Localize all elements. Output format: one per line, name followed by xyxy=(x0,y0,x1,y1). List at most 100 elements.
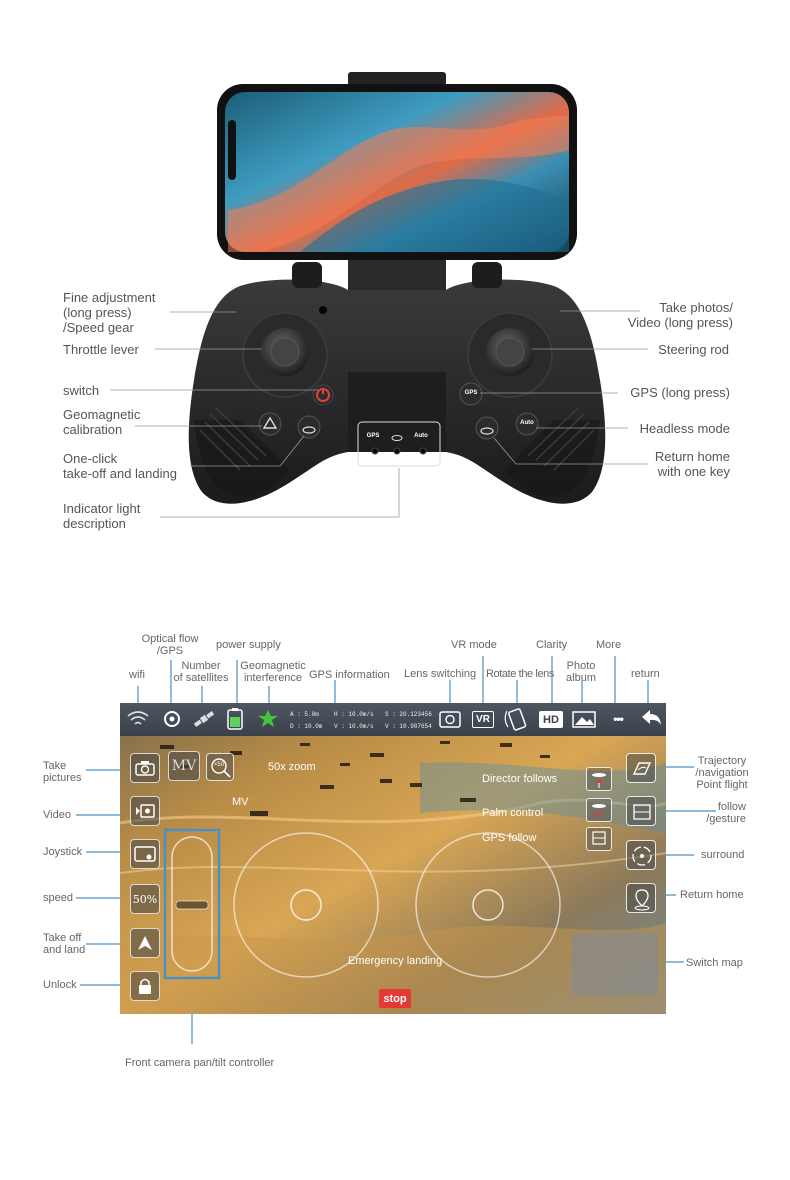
label-video: Video xyxy=(43,809,71,821)
video-camera-icon xyxy=(136,804,155,818)
app-screen: A : 5.0m D : 10.0m H : 10.0m/s V : 10.0m… xyxy=(120,703,666,1014)
wifi-button xyxy=(120,707,156,731)
mv-button[interactable]: MV xyxy=(168,751,200,781)
left-joystick xyxy=(242,312,328,398)
lens-switching-button[interactable] xyxy=(436,707,464,731)
follow-gesture-button[interactable] xyxy=(626,796,656,826)
gps-button-label: GPS xyxy=(464,390,478,396)
vr-mode-button[interactable]: VR xyxy=(472,711,494,728)
left-virtual-joystick xyxy=(233,832,379,978)
gps-follow-label: GPS follow xyxy=(482,832,537,844)
geomagnetic-star-icon xyxy=(258,710,278,727)
return-arrow-icon xyxy=(642,710,661,725)
gps-longitude: V : 10.987654 xyxy=(385,723,432,730)
camera-icon xyxy=(135,761,155,776)
label-lens-switching: Lens switching xyxy=(404,668,477,680)
label-indicator-light: Indicator light description xyxy=(63,501,141,531)
lens-switching-icon xyxy=(439,711,461,728)
label-optical-flow: Optical flow /GPS xyxy=(141,633,199,657)
video-button[interactable] xyxy=(130,796,160,826)
controller-body xyxy=(188,262,606,504)
label-one-click: One-click take-off and landing xyxy=(63,451,177,481)
palm-control-label: Palm control xyxy=(482,807,544,819)
label-satellites: Number of satellites xyxy=(173,660,229,684)
label-joystick: Joystick xyxy=(43,846,83,858)
unlock-button[interactable] xyxy=(130,971,160,1001)
label-surround: surround xyxy=(701,849,745,861)
zoom-label: 50x zoom xyxy=(268,761,316,773)
takeoff-land-button[interactable] xyxy=(130,928,160,958)
drone-gps-icon xyxy=(592,831,606,845)
director-follows-button[interactable] xyxy=(586,767,612,791)
label-more: More xyxy=(596,639,622,651)
mv-label: MV xyxy=(232,796,249,808)
more-button[interactable]: ••• xyxy=(613,712,624,726)
drone-person-icon xyxy=(592,773,606,788)
gimbal-slider-frame xyxy=(163,828,221,980)
label-geomagnetic-interference: Geomagnetic interference xyxy=(240,660,306,684)
palm-control-button[interactable] xyxy=(586,798,612,822)
gps-distance: D : 10.0m xyxy=(290,723,323,730)
label-take-off-land: Take off and land xyxy=(43,932,86,956)
indicator-gps-label: GPS xyxy=(366,433,380,439)
label-return: return xyxy=(631,668,660,680)
gps-vertical-speed: V : 10.0m/s xyxy=(334,723,374,730)
label-switch: switch xyxy=(63,383,100,398)
label-steering-rod: Steering rod xyxy=(658,342,729,357)
camera-feed xyxy=(120,703,666,1014)
label-photo-album: Photo album xyxy=(566,660,596,684)
label-wifi: wifi xyxy=(129,669,145,681)
return-home-button[interactable] xyxy=(626,883,656,913)
label-power-supply: power supply xyxy=(216,639,281,651)
label-switch-map: Switch map xyxy=(686,957,743,969)
photo-album-icon xyxy=(572,711,596,728)
label-take-pictures: Take pictures xyxy=(43,760,82,784)
label-throttle-lever: Throttle lever xyxy=(63,342,139,357)
switch-map-button[interactable] xyxy=(572,933,658,995)
gps-latitude: S : 20.123456 xyxy=(385,711,432,718)
controller-illustration xyxy=(110,72,648,518)
return-button[interactable] xyxy=(638,707,664,731)
rotate-lens-icon xyxy=(504,708,527,731)
joystick-toggle-button[interactable] xyxy=(130,839,160,869)
label-speed: speed xyxy=(43,892,73,904)
gesture-icon xyxy=(633,804,651,820)
phone xyxy=(217,84,577,260)
label-headless-mode: Headless mode xyxy=(639,421,730,436)
director-follows-label: Director follows xyxy=(482,773,558,785)
label-take-photos: Take photos/ Video (long press) xyxy=(627,300,733,330)
label-gps-information: GPS information xyxy=(309,669,390,681)
clarity-hd-button[interactable]: HD xyxy=(539,711,563,728)
rotate-lens-button[interactable] xyxy=(502,707,530,731)
right-joystick xyxy=(467,312,553,398)
label-rotate-lens: Rotate the lens xyxy=(486,668,554,680)
right-virtual-joystick xyxy=(415,832,561,978)
gps-follow-button[interactable] xyxy=(586,827,612,851)
zoom-magnifier-icon xyxy=(211,758,231,778)
label-fine-adjustment: Fine adjustment (long press) /Speed gear xyxy=(63,290,156,335)
drone-palm-icon xyxy=(592,804,606,817)
label-return-home-app: Return home xyxy=(680,889,744,901)
trajectory-path-icon xyxy=(632,762,652,775)
surround-button[interactable] xyxy=(626,840,656,870)
takeoff-arrow-icon xyxy=(138,936,152,950)
take-picture-button[interactable] xyxy=(130,753,160,783)
gps-altitude: A : 5.0m xyxy=(290,711,319,718)
auto-button-label: Auto xyxy=(520,420,534,426)
photo-album-button[interactable] xyxy=(570,707,598,731)
battery-icon xyxy=(227,708,243,730)
zoom-button[interactable]: ×50 xyxy=(206,753,234,781)
stop-button[interactable]: stop xyxy=(379,989,411,1008)
emergency-landing-label: Emergency landing xyxy=(348,955,443,967)
label-follow-gesture: follow /gesture xyxy=(706,801,746,825)
wifi-icon xyxy=(127,711,149,725)
indicator-box xyxy=(357,421,441,467)
indicator-auto-label: Auto xyxy=(414,433,428,439)
label-gps-long-press: GPS (long press) xyxy=(630,385,730,400)
trajectory-button[interactable] xyxy=(626,753,656,783)
optical-flow-icon xyxy=(164,711,180,727)
satellite-icon xyxy=(193,711,215,727)
map-thumbnail xyxy=(572,933,658,995)
speed-button[interactable]: 50% xyxy=(130,884,160,914)
surround-orbit-icon xyxy=(632,846,652,866)
